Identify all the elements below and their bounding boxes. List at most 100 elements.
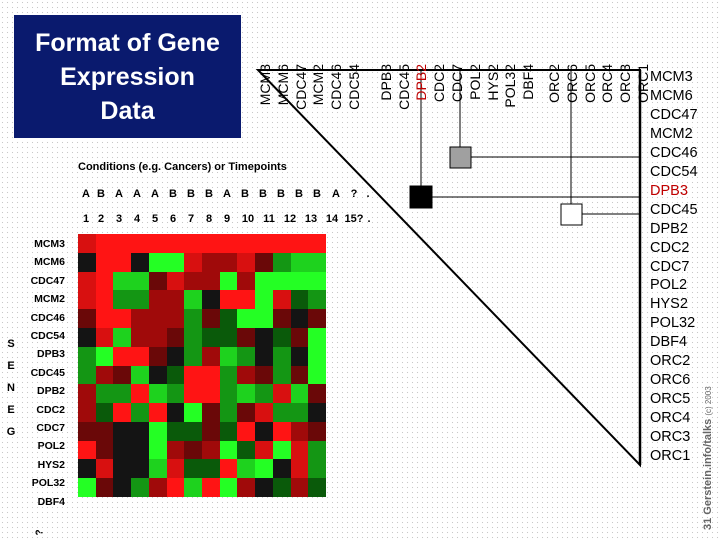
heatmap-cell bbox=[148, 365, 168, 385]
title-line-2: Expression bbox=[60, 62, 195, 91]
heatmap-cell bbox=[237, 478, 256, 498]
heatmap-cell bbox=[290, 365, 309, 385]
heatmap-cell bbox=[184, 252, 203, 273]
condition-number: . bbox=[367, 213, 371, 225]
left-gene-label: CDC7 bbox=[36, 422, 65, 434]
condition-number: 11 bbox=[263, 213, 275, 225]
heatmap-cell bbox=[219, 234, 238, 254]
heatmap-cell bbox=[131, 459, 150, 479]
heatmap-cell bbox=[308, 327, 327, 348]
heatmap-cell bbox=[166, 478, 185, 498]
heatmap-cell bbox=[113, 234, 132, 254]
condition-number: 3 bbox=[115, 213, 123, 225]
genes-axis-letter: N bbox=[7, 382, 15, 394]
heatmap-cell bbox=[308, 234, 327, 254]
condition-letter: B bbox=[187, 188, 195, 200]
heatmap-cell bbox=[131, 403, 150, 423]
heatmap-cell bbox=[78, 421, 97, 442]
genes-axis-letter: S bbox=[7, 338, 15, 350]
heatmap-cell bbox=[202, 421, 221, 442]
right-gene-label: MCM2 bbox=[650, 125, 693, 142]
condition-number: 9 bbox=[223, 213, 231, 225]
heatmap-cell bbox=[272, 309, 292, 329]
condition-number: 7 bbox=[187, 213, 195, 225]
heatmap-cell bbox=[78, 459, 97, 479]
heatmap-cell bbox=[290, 459, 309, 479]
heatmap-cell bbox=[148, 384, 168, 404]
right-gene-label: DPB2 bbox=[650, 220, 688, 237]
condition-letter: A bbox=[223, 188, 231, 200]
left-gene-label: HYS2 bbox=[37, 458, 65, 471]
right-gene-label: ORC2 bbox=[650, 353, 691, 370]
heatmap-cell bbox=[219, 309, 238, 329]
heatmap-cell bbox=[237, 384, 256, 404]
heatmap-cell bbox=[95, 421, 114, 442]
heatmap-cell bbox=[308, 421, 327, 442]
genes-axis-letter: G bbox=[6, 426, 16, 438]
heatmap-cell bbox=[95, 346, 114, 366]
heatmap-cell bbox=[131, 478, 150, 498]
heatmap-cell bbox=[131, 440, 150, 460]
heatmap-cell bbox=[219, 459, 238, 479]
heatmap-cell bbox=[255, 346, 274, 366]
top-gene-label: MCM3 bbox=[257, 64, 273, 106]
heatmap-cell bbox=[131, 365, 150, 385]
heatmap-cell bbox=[255, 384, 274, 404]
condition-letter: A bbox=[332, 188, 340, 200]
heatmap-cell bbox=[78, 403, 97, 423]
heatmap-cell bbox=[184, 403, 203, 423]
top-gene-label: ORC5 bbox=[581, 64, 598, 103]
heatmap-cell bbox=[166, 234, 185, 254]
heatmap-cell bbox=[184, 459, 203, 479]
heatmap-cell bbox=[148, 309, 168, 329]
heatmap-cell bbox=[237, 252, 256, 273]
heatmap-cell bbox=[78, 309, 97, 329]
heatmap-cell bbox=[131, 346, 150, 366]
heatmap-cell bbox=[237, 365, 256, 385]
heatmap-cell bbox=[272, 459, 292, 479]
heatmap-cell bbox=[166, 290, 185, 310]
heatmap-cell bbox=[255, 252, 274, 273]
heatmap-cell bbox=[184, 234, 203, 254]
title-line-1: Format of Gene bbox=[35, 28, 220, 57]
right-gene-label: POL2 bbox=[650, 277, 688, 294]
heatmap-cell bbox=[272, 440, 292, 460]
heatmap-cell bbox=[308, 346, 327, 366]
heatmap-cell bbox=[131, 327, 150, 348]
condition-number: 13 bbox=[304, 213, 318, 225]
heatmap-cell bbox=[272, 327, 292, 348]
heatmap-cell bbox=[202, 309, 221, 329]
heatmap-cell bbox=[308, 403, 327, 423]
heatmap-cell bbox=[272, 478, 292, 498]
condition-letter: A bbox=[133, 188, 141, 200]
right-gene-label: CDC2 bbox=[650, 239, 690, 256]
condition-letter: ? bbox=[350, 188, 358, 200]
right-gene-label: ORC6 bbox=[650, 372, 691, 389]
top-gene-label: ORC3 bbox=[617, 64, 634, 103]
heatmap-cell bbox=[219, 478, 238, 498]
left-gene-label: DPB2 bbox=[36, 385, 65, 398]
heatmap-cell bbox=[308, 271, 327, 291]
heatmap-cell bbox=[290, 440, 309, 460]
heatmap-cell bbox=[272, 271, 292, 291]
top-gene-label: ORC2 bbox=[546, 64, 562, 103]
heatmap-cell bbox=[237, 309, 256, 329]
heatmap-cell bbox=[255, 271, 274, 291]
heatmap-cell bbox=[219, 252, 238, 273]
heatmap-cell bbox=[184, 271, 203, 291]
top-gene-label: DPB3 bbox=[377, 64, 394, 101]
right-gene-label: ORC3 bbox=[650, 429, 691, 446]
heatmap-cell bbox=[219, 327, 238, 348]
heatmap-cell bbox=[202, 271, 221, 291]
title-box: Format of Gene Expression Data bbox=[14, 15, 241, 138]
heatmap-cell bbox=[95, 403, 114, 423]
right-gene-label: POL32 bbox=[650, 315, 696, 332]
heatmap-cell bbox=[95, 309, 114, 329]
heatmap-cell bbox=[272, 384, 292, 404]
right-gene-label: MCM3 bbox=[650, 69, 693, 85]
heatmap-cell bbox=[78, 346, 97, 366]
right-gene-label: DPB3 bbox=[650, 182, 688, 199]
heatmap-cell bbox=[272, 252, 292, 273]
top-gene-label: ORC1 bbox=[635, 64, 651, 103]
left-gene-label: POL2 bbox=[37, 440, 65, 453]
